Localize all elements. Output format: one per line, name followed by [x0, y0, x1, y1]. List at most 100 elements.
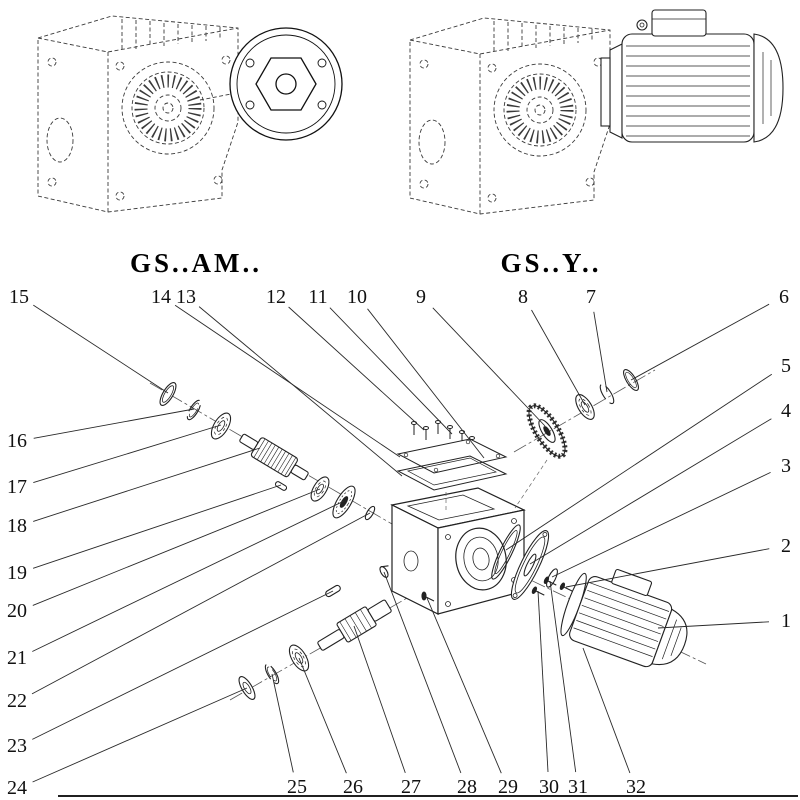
- retaining-ring: [186, 399, 202, 421]
- housing-cover-parts: [396, 420, 508, 491]
- gear-bearing: [575, 394, 595, 420]
- leader-line-6: [630, 303, 770, 381]
- leader-line-31: [549, 580, 577, 773]
- seal-ring: [159, 382, 177, 406]
- part-number-7: 7: [586, 286, 596, 308]
- part-number-4: 4: [781, 400, 791, 422]
- output-flange-drawing: [229, 27, 343, 141]
- worm-wheel-disc: [332, 485, 356, 519]
- part-number-11: 11: [308, 286, 328, 308]
- cover-gasket: [396, 455, 508, 491]
- set-screw: [421, 591, 435, 602]
- leader-line-19: [32, 484, 282, 569]
- motor-mounting-screws: [531, 576, 573, 596]
- output-circlip: [264, 663, 280, 685]
- part-number-31: 31: [568, 776, 588, 798]
- part-number-2: 2: [781, 535, 791, 557]
- leader-line-5: [505, 373, 773, 551]
- leader-line-15: [33, 304, 169, 394]
- leader-line-13: [198, 306, 403, 477]
- shim: [546, 568, 558, 588]
- leader-line-9: [432, 307, 546, 427]
- leader-line-32: [582, 647, 631, 774]
- model-label-gsy: GS..Y..: [500, 248, 602, 278]
- assembly-guides: [445, 459, 548, 512]
- small-ring: [364, 505, 376, 521]
- leader-line-11: [329, 307, 453, 435]
- pin: [274, 481, 288, 491]
- cover-plate: [396, 438, 508, 474]
- part-number-28: 28: [457, 776, 477, 798]
- output-shaft-parts: [238, 565, 435, 700]
- leader-line-24: [32, 687, 248, 783]
- leader-line-23: [32, 590, 334, 740]
- part-number-9: 9: [416, 286, 426, 308]
- motor: [560, 568, 688, 668]
- part-number-22: 22: [7, 690, 27, 712]
- mounting-flange: [510, 530, 550, 600]
- leader-line-28: [383, 571, 462, 774]
- circlip: [599, 383, 615, 405]
- leader-line-21: [32, 500, 345, 652]
- leader-line-27: [353, 625, 406, 774]
- part-number-13: 13: [176, 286, 196, 308]
- leader-line-7: [593, 311, 608, 393]
- leader-lines: [31, 303, 773, 783]
- part-number-27: 27: [401, 776, 421, 798]
- part-number-30: 30: [539, 776, 559, 798]
- leader-line-2: [565, 548, 770, 588]
- leader-line-16: [33, 408, 195, 439]
- gasket-ring: [491, 524, 521, 580]
- gearbox-y-drawing: [410, 9, 784, 214]
- leader-line-30: [537, 590, 549, 773]
- leader-line-25: [271, 673, 294, 773]
- part-number-8: 8: [518, 286, 528, 308]
- part-number-3: 3: [781, 455, 791, 477]
- part-number-21: 21: [7, 647, 27, 669]
- model-label-gsam: GS..AM..: [130, 248, 262, 278]
- leader-line-1: [657, 621, 770, 629]
- leader-line-4: [529, 418, 772, 565]
- leader-line-3: [551, 471, 771, 578]
- input-shaft-parts: [159, 382, 376, 521]
- leader-line-10: [367, 308, 485, 459]
- part-number-32: 32: [626, 776, 646, 798]
- output-shaft: [317, 599, 392, 651]
- part-number-16: 16: [7, 430, 27, 452]
- leader-line-22: [31, 512, 371, 695]
- part-number-10: 10: [347, 286, 367, 308]
- leader-line-26: [298, 657, 347, 774]
- part-number-5: 5: [781, 355, 791, 377]
- input-bearing: [210, 412, 232, 440]
- part-number-29: 29: [498, 776, 518, 798]
- part-number-12: 12: [266, 286, 286, 308]
- part-number-15: 15: [9, 286, 29, 308]
- helical-gear: [526, 403, 568, 459]
- motor-drawing: [600, 9, 784, 143]
- gearbox-body-dashed: [38, 16, 238, 212]
- cover-screws: [411, 420, 475, 450]
- gearbox-am-drawing: [38, 16, 343, 212]
- leader-line-14: [174, 304, 401, 458]
- part-number-24: 24: [7, 777, 27, 799]
- part-number-23: 23: [7, 735, 27, 757]
- part-number-6: 6: [779, 286, 789, 308]
- output-cover-parts: [491, 524, 573, 600]
- part-number-20: 20: [7, 600, 27, 622]
- leader-line-20: [32, 488, 321, 606]
- gear-set-parts: [526, 368, 639, 459]
- worm-shaft: [239, 433, 309, 481]
- gear-housing: [390, 487, 526, 615]
- part-number-14: 14: [151, 286, 171, 308]
- leader-line-12: [288, 306, 425, 431]
- leader-line-29: [426, 597, 502, 774]
- part-number-17: 17: [7, 476, 27, 498]
- leader-line-17: [33, 424, 222, 484]
- part-number-1: 1: [781, 610, 791, 632]
- part-number-25: 25: [287, 776, 307, 798]
- plug: [379, 565, 389, 578]
- leader-line-18: [33, 447, 261, 522]
- leader-line-8: [531, 309, 586, 406]
- part-number-19: 19: [7, 562, 27, 584]
